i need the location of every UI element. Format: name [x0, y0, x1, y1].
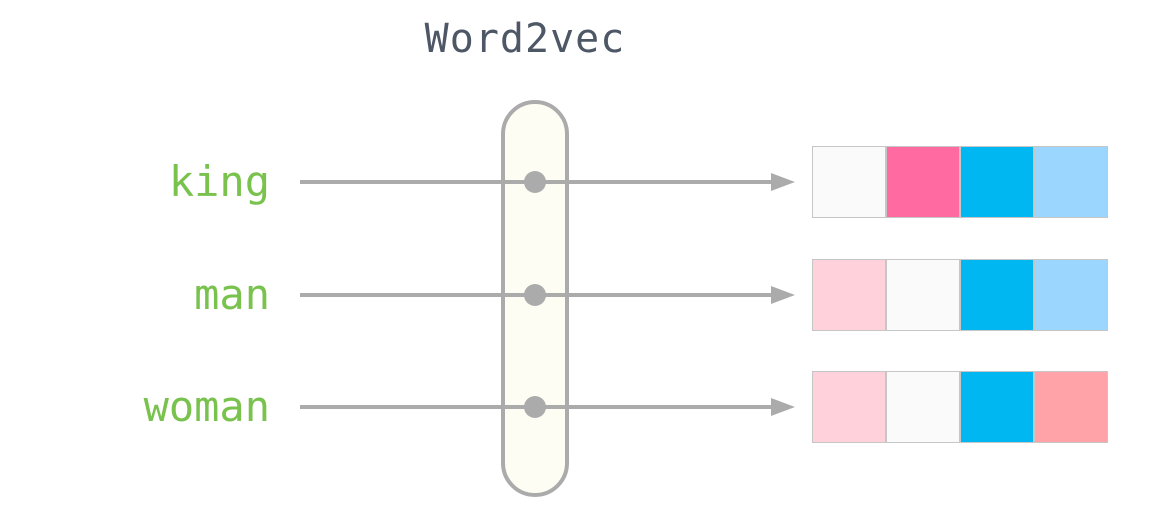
arrowhead-icon	[771, 286, 795, 304]
vector-cell	[1034, 371, 1108, 443]
neuron-dot	[524, 284, 546, 306]
arrow-king	[300, 171, 795, 193]
vector-cell	[886, 371, 960, 443]
diagram-title: Word2vec	[424, 16, 626, 62]
neuron-dot	[524, 396, 546, 418]
vector-cell	[812, 146, 886, 218]
word-label-man: man	[194, 270, 270, 319]
vector-cell	[812, 259, 886, 331]
word-label-king: king	[168, 157, 270, 206]
word2vec-encoder-pill	[501, 100, 569, 497]
embedding-vector-man	[812, 259, 1108, 331]
vector-cell	[960, 146, 1034, 218]
arrowhead-icon	[771, 398, 795, 416]
arrowhead-icon	[771, 173, 795, 191]
neuron-dot	[524, 171, 546, 193]
arrow-woman	[300, 396, 795, 418]
vector-cell	[960, 371, 1034, 443]
embedding-vector-woman	[812, 371, 1108, 443]
vector-cell	[1034, 146, 1108, 218]
embedding-vector-king	[812, 146, 1108, 218]
vector-cell	[1034, 259, 1108, 331]
vector-cell	[812, 371, 886, 443]
vector-cell	[886, 146, 960, 218]
vector-cell	[886, 259, 960, 331]
word-label-woman: woman	[143, 382, 270, 431]
arrow-man	[300, 284, 795, 306]
vector-cell	[960, 259, 1034, 331]
